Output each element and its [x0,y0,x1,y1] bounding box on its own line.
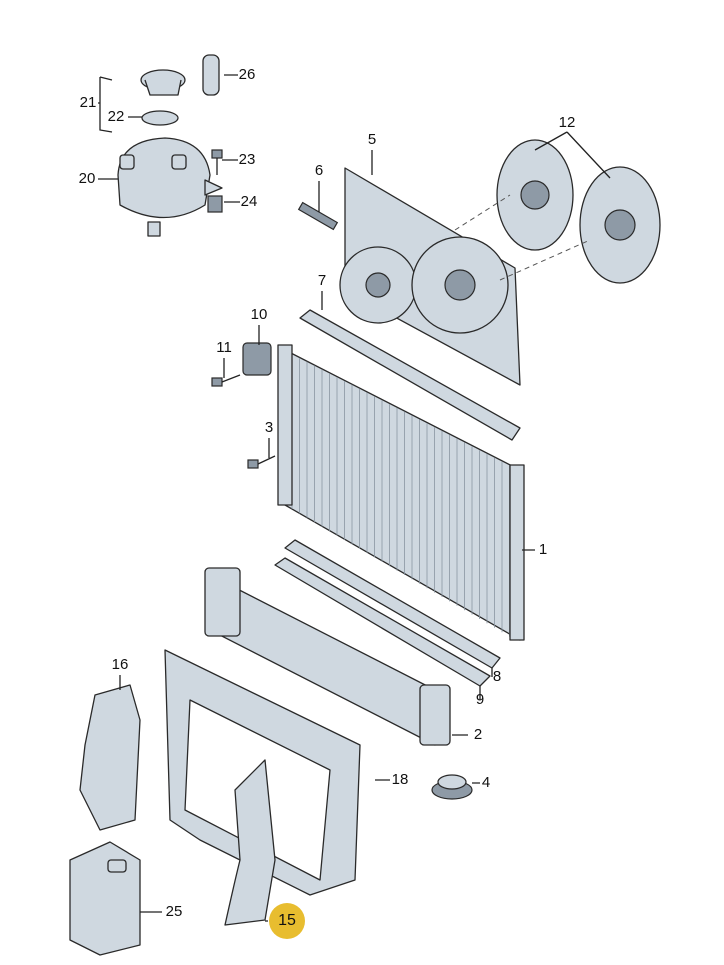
seal-strip-8[interactable] [284,539,501,669]
callout-24[interactable]: 24 [240,193,258,210]
callout-7[interactable]: 7 [317,272,327,289]
callout-1[interactable]: 1 [538,541,548,558]
callout-3[interactable]: 3 [264,419,274,436]
callout-12[interactable]: 12 [558,114,576,131]
clip-24[interactable] [207,195,223,213]
callout-25[interactable]: 25 [165,903,183,920]
fan-shroud[interactable] [339,167,521,386]
fan-left[interactable] [496,139,574,251]
rubber-mount[interactable] [431,774,473,800]
expansion-tank[interactable] [117,137,223,237]
screw-3[interactable] [247,455,276,469]
seal-strip-9[interactable] [274,557,491,687]
bolt-26[interactable] [202,54,220,96]
callout-5[interactable]: 5 [367,131,377,148]
bracket-10[interactable] [242,342,272,376]
screw-23[interactable] [211,149,223,175]
seal-6[interactable] [297,201,339,231]
air-guide-15[interactable] [224,759,276,926]
sealing-ring[interactable] [141,110,179,126]
callout-22[interactable]: 22 [107,108,125,125]
callout-8[interactable]: 8 [492,668,502,685]
lock-carrier[interactable] [164,649,361,896]
callout-11[interactable]: 11 [216,339,232,356]
callout-21[interactable]: 21 [79,94,97,111]
callout-6[interactable]: 6 [314,162,324,179]
leader-lines [98,74,611,922]
fan-right[interactable] [579,166,661,284]
coolant-canister[interactable] [69,841,141,956]
callout-2[interactable]: 2 [473,726,483,743]
callout-18[interactable]: 18 [391,771,409,788]
callout-16[interactable]: 16 [111,656,129,673]
callout-20[interactable]: 20 [78,170,96,187]
callout-15-highlighted[interactable]: 15 [269,903,305,939]
charge-air-cooler[interactable] [204,567,451,746]
callout-26[interactable]: 26 [238,66,256,83]
air-guide-16[interactable] [79,684,141,831]
callout-23[interactable]: 23 [238,151,256,168]
filler-cap[interactable] [140,69,186,96]
radiator[interactable] [277,344,525,641]
callout-10[interactable]: 10 [250,306,268,323]
screw-11[interactable] [211,374,241,387]
seal-strip-7[interactable] [299,309,521,441]
callout-9[interactable]: 9 [475,691,485,708]
callout-4[interactable]: 4 [481,774,491,791]
